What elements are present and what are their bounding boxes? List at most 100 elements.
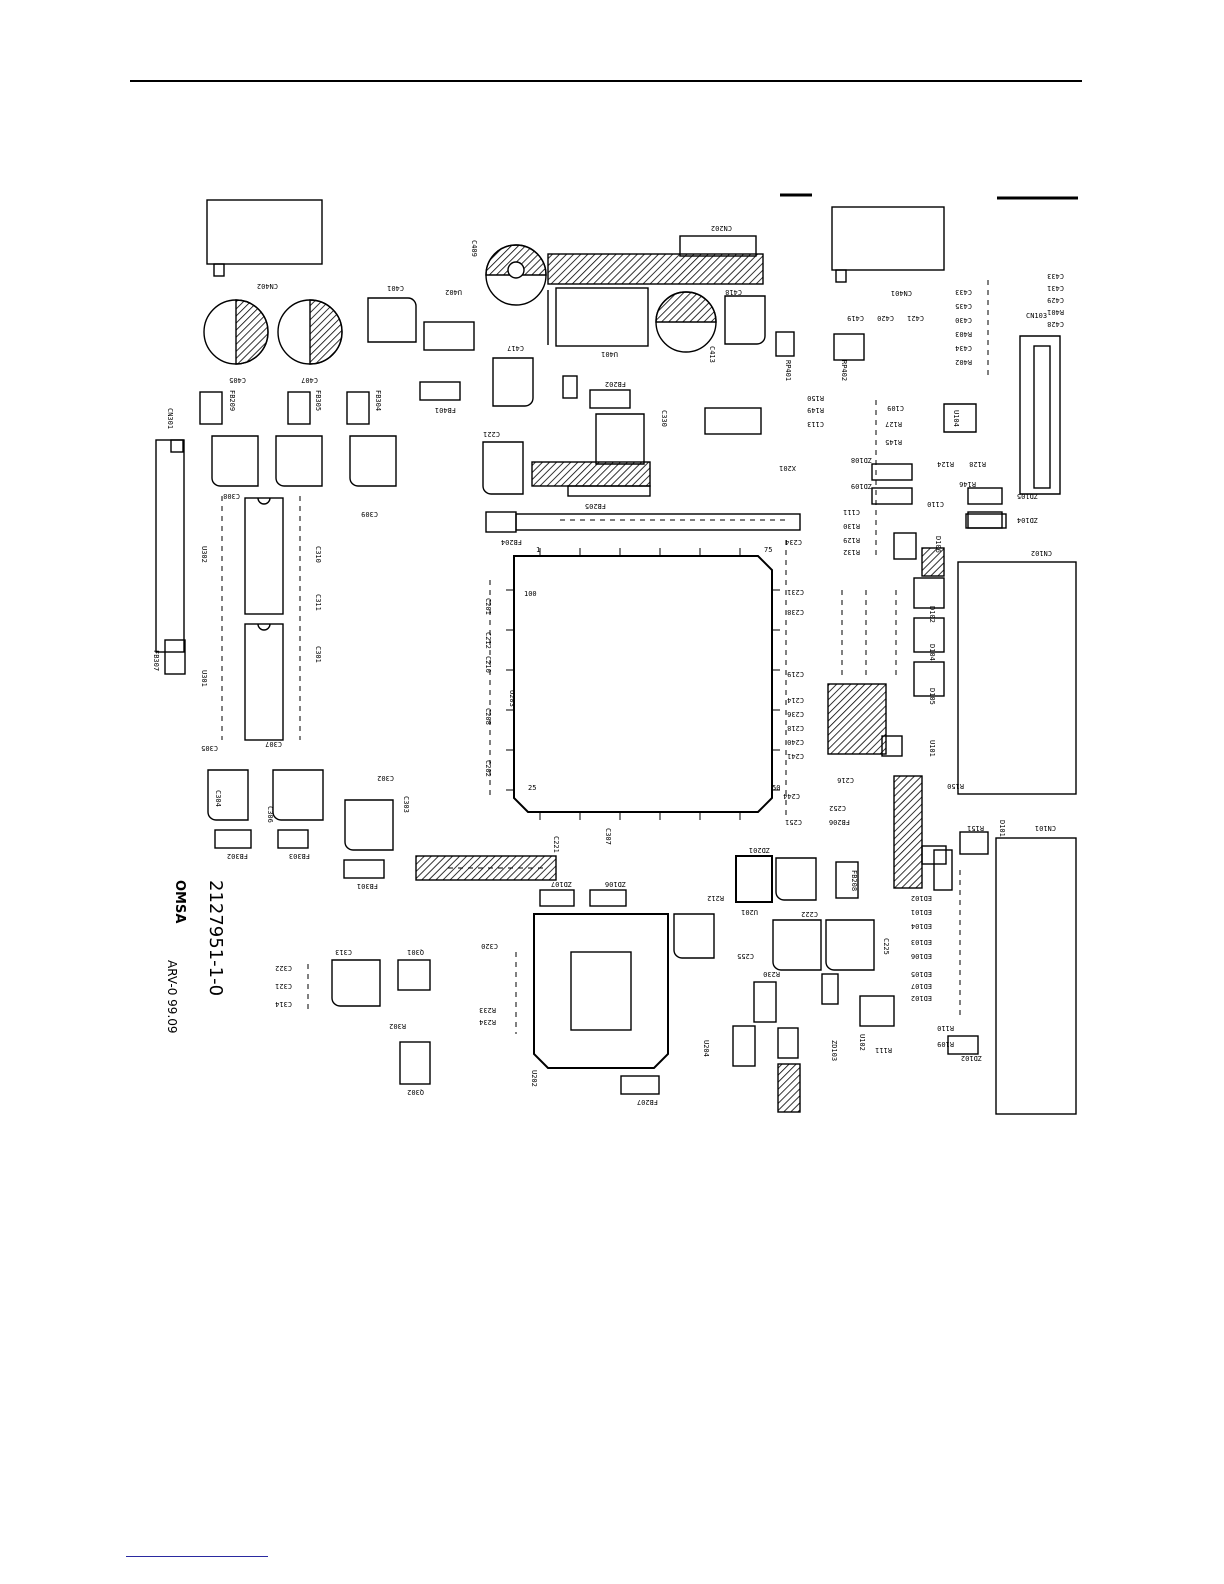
label-d106: D106 [934, 536, 942, 553]
label-c251: C251 [785, 818, 802, 826]
label-d102: D102 [928, 606, 936, 623]
label-fb302: FB302 [227, 852, 248, 860]
header-rule [130, 80, 1082, 82]
label-u202: U202 [530, 1070, 538, 1087]
logo-text: OMSA [172, 880, 187, 923]
label-c308: C308 [223, 492, 240, 500]
label-u402: U402 [445, 288, 462, 296]
label-c420: C420 [877, 314, 894, 322]
label-r111: R111 [875, 1046, 892, 1054]
label-u104: U104 [952, 410, 960, 427]
label-r160: R150 [947, 782, 964, 790]
connector-cn402 [206, 199, 323, 265]
label-r124: R124 [937, 460, 954, 468]
label-c303: C303 [402, 796, 410, 813]
label-pin50: 50 [772, 784, 780, 792]
label-c304: C304 [214, 790, 222, 807]
label-c110: C110 [927, 500, 944, 508]
label-zd103: ZD103 [830, 1040, 838, 1061]
label-r129: R129 [843, 536, 860, 544]
label-c321: C321 [275, 982, 292, 990]
label-r402: R402 [955, 358, 972, 366]
label-c313: C313 [335, 948, 352, 956]
label-fb204: FB204 [501, 538, 522, 546]
label-r146: R146 [959, 480, 976, 488]
label-pin75: 75 [764, 546, 772, 554]
label-zd109: ZD109 [851, 482, 872, 490]
label-zd104: ZD104 [1017, 516, 1038, 524]
label-c208: C208 [484, 708, 492, 725]
label-c432: C433 [955, 288, 972, 296]
label-q301: Q301 [407, 948, 424, 956]
label-c314: C314 [275, 1000, 292, 1008]
label-d104: D104 [928, 644, 936, 661]
label-c429: C429 [1047, 296, 1064, 304]
label-fb303: FB303 [289, 852, 310, 860]
label-c214: C214 [787, 696, 804, 704]
label-r151: R151 [967, 824, 984, 832]
label-c409: C409 [470, 240, 478, 257]
label-ed106: ED106 [911, 952, 932, 960]
label-cn402: CN402 [257, 282, 278, 290]
label-q302: Q302 [407, 1088, 424, 1096]
label-c421: C421 [907, 314, 924, 322]
label-c419: C419 [847, 314, 864, 322]
connector-cn103 [1019, 335, 1061, 495]
label-zd105: ZD105 [1017, 492, 1038, 500]
label-c435: C435 [955, 302, 972, 310]
label-r127: R127 [885, 420, 902, 428]
label-c413: C413 [708, 346, 716, 363]
label-c418: C418 [725, 288, 742, 296]
label-c219: C219 [787, 670, 804, 678]
label-c240: C240 [787, 738, 804, 746]
label-c221: C221 [552, 836, 560, 853]
label-c255: C255 [737, 952, 754, 960]
label-c405: C405 [229, 376, 246, 384]
label-c225: C225 [882, 938, 890, 955]
footer-link-rule [126, 1556, 268, 1557]
label-c222: C222 [801, 910, 818, 918]
label-pin1: 1 [536, 546, 540, 554]
label-c216: C216 [837, 776, 854, 784]
label-c111: C111 [843, 508, 860, 516]
label-c258: C238 [787, 608, 804, 616]
label-c252: C252 [829, 804, 846, 812]
label-c210: C210 [484, 656, 492, 673]
label-rp402: RP402 [840, 360, 848, 381]
label-c434: C434 [955, 344, 972, 352]
capacitor-c401 [367, 297, 417, 343]
label-c302: C302 [377, 774, 394, 782]
label-r233: R233 [479, 1006, 496, 1014]
label-cn101: CN101 [1035, 824, 1056, 832]
label-ed107: ED107 [911, 982, 932, 990]
connector-cn101 [995, 837, 1077, 1115]
label-r250: R230 [763, 970, 780, 978]
label-c113: C113 [807, 420, 824, 428]
label-fb206: FB206 [829, 818, 850, 826]
label-c109: C109 [887, 404, 904, 412]
part-number: 2127951-1-0 [205, 880, 226, 996]
ic-u203-qfp [513, 555, 773, 813]
connector-cn202 [679, 235, 757, 257]
label-ed102b: ED102 [911, 994, 932, 1002]
label-c305: C305 [201, 744, 218, 752]
label-u102: U102 [858, 1034, 866, 1051]
ic-u402 [423, 321, 475, 351]
label-fb309: FB209 [228, 390, 236, 411]
label-c311: C311 [314, 594, 322, 611]
label-cn202: CN202 [711, 224, 732, 232]
ic-u202 [533, 913, 669, 1069]
label-u302: U302 [200, 546, 208, 563]
label-c417: C417 [507, 344, 524, 352]
label-fb305: FB305 [314, 390, 322, 411]
label-cn401: CN401 [891, 289, 912, 297]
label-zd201: ZD201 [749, 846, 770, 854]
label-u204: U204 [702, 1040, 710, 1057]
label-zd107: ZD107 [551, 880, 572, 888]
label-c307: C307 [265, 740, 282, 748]
label-u101: U101 [928, 740, 936, 757]
label-d101: D101 [998, 820, 1006, 837]
label-r110: R110 [937, 1024, 954, 1032]
label-x201: X201 [779, 464, 796, 472]
